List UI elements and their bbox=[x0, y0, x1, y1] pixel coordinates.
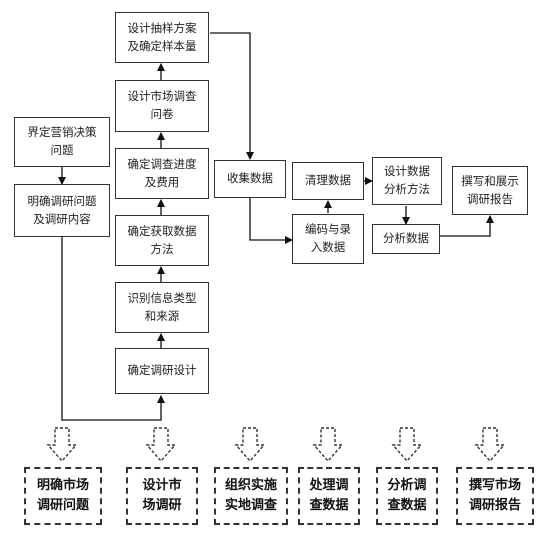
sampling-box: 设计抽样方案 及确定样本量 bbox=[115, 12, 209, 63]
arrow-analyze-to-report bbox=[440, 215, 494, 237]
phase-box-design: 设计市 场调研 bbox=[126, 467, 198, 525]
define-decision-box: 界定营销决策 问题 bbox=[14, 117, 110, 167]
phase-box-process: 处理调 查数据 bbox=[298, 467, 360, 525]
phase-box-fieldwork: 组织实施 实地调查 bbox=[214, 467, 288, 525]
arrow-sampling-to-collect bbox=[210, 32, 254, 160]
hollow-down-arrow-4 bbox=[312, 427, 344, 463]
hollow-down-arrow-5 bbox=[391, 427, 423, 463]
hollow-down-arrow-2 bbox=[145, 427, 177, 463]
phase-box-report: 撰写市场 调研报告 bbox=[456, 467, 534, 525]
research-design-box: 确定调研设计 bbox=[115, 348, 209, 394]
clarify-problem-box: 明确调研问题 及调研内容 bbox=[14, 184, 110, 237]
clean-data-box: 清理数据 bbox=[292, 162, 364, 200]
encode-data-box: 编码与录 入数据 bbox=[292, 214, 364, 264]
hollow-down-arrow-6 bbox=[474, 427, 506, 463]
analyze-data-box: 分析数据 bbox=[372, 224, 440, 254]
phase-box-analyze: 分析调 查数据 bbox=[376, 467, 438, 525]
arrow-collect-to-encode bbox=[249, 198, 293, 244]
collect-data-box: 收集数据 bbox=[214, 160, 286, 198]
questionnaire-box: 设计市场调查 问卷 bbox=[115, 80, 209, 132]
schedule-cost-box: 确定调查进度 及费用 bbox=[115, 148, 209, 199]
data-method-box: 确定获取数据 方法 bbox=[115, 215, 209, 266]
report-box: 撰写和展示 调研报告 bbox=[452, 166, 528, 215]
hollow-down-arrow-1 bbox=[46, 427, 78, 463]
arrow-clarify-to-design bbox=[61, 237, 165, 421]
identify-info-box: 识别信息类型 和来源 bbox=[115, 282, 209, 333]
phase-box-clarify: 明确市场 调研问题 bbox=[24, 467, 102, 525]
analysis-method-box: 设计数据 分析方法 bbox=[372, 157, 442, 205]
hollow-down-arrow-3 bbox=[234, 427, 266, 463]
